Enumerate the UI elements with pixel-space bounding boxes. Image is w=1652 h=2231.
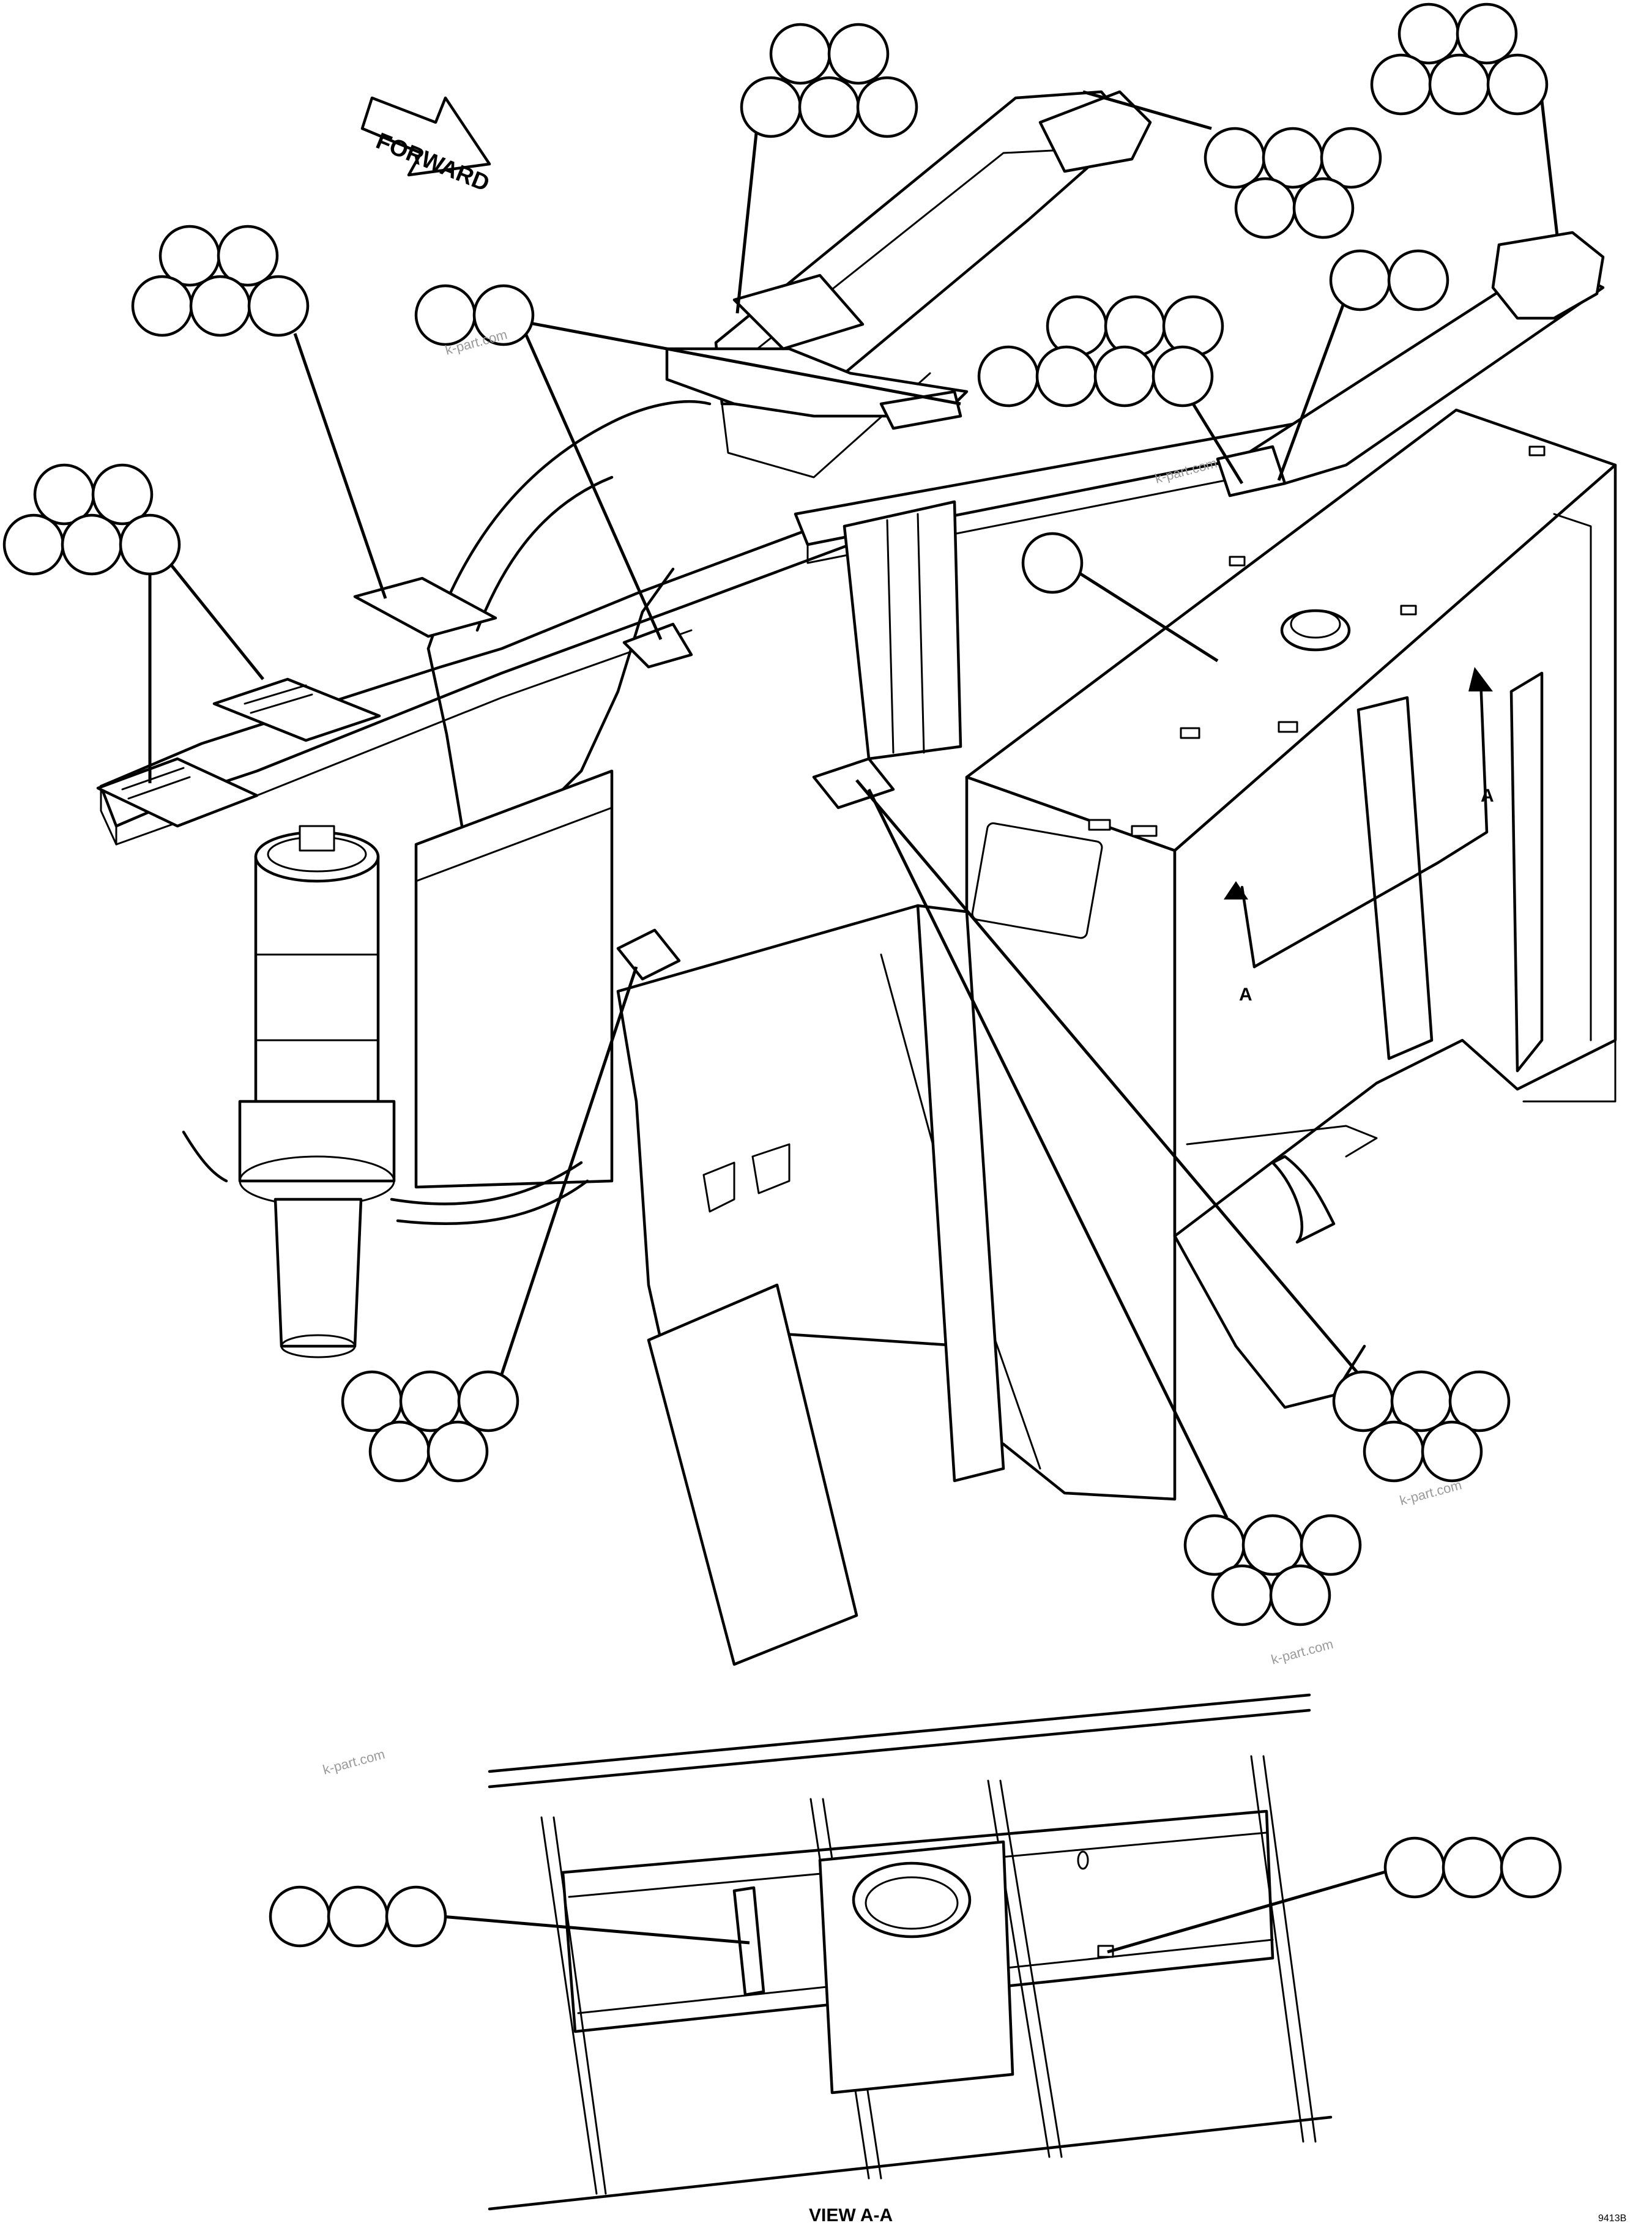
callout-bubble bbox=[1162, 295, 1224, 357]
callout-centre-bracket bbox=[414, 284, 535, 346]
callout-front-deck-plates bbox=[2, 463, 181, 576]
callout-bubble bbox=[1383, 1836, 1446, 1899]
callout-right-lower-bracket bbox=[1332, 1370, 1511, 1483]
forward-arrow: FORWARD bbox=[360, 96, 493, 197]
callout-view-right-clip bbox=[1383, 1836, 1562, 1899]
callout-bubble bbox=[1269, 1564, 1331, 1626]
callout-bubble bbox=[769, 23, 832, 85]
callout-bubble bbox=[1320, 127, 1382, 189]
top-plate-marks bbox=[1088, 445, 1546, 837]
deck-plate-3 bbox=[353, 576, 497, 638]
watermark: k-part.com bbox=[321, 1746, 387, 1778]
view-aa-detail bbox=[488, 1693, 1333, 2211]
callout-bubble bbox=[1442, 1836, 1504, 1899]
watermark: k-part.com bbox=[1398, 1477, 1464, 1508]
callout-bubble bbox=[977, 345, 1040, 408]
callout-bubble bbox=[1093, 345, 1156, 408]
callout-bubble bbox=[1021, 532, 1084, 594]
deck-plate-2 bbox=[212, 677, 381, 742]
callout-bubble bbox=[189, 275, 251, 337]
callout-left-lower-bracket bbox=[341, 1370, 519, 1483]
callout-bubble bbox=[1448, 1370, 1511, 1432]
callout-bubble bbox=[61, 513, 123, 576]
callout-bubble bbox=[1421, 1420, 1483, 1483]
section-marker-upper: A bbox=[1481, 786, 1494, 806]
callout-bubble bbox=[827, 23, 890, 85]
callout-bubble bbox=[457, 1370, 519, 1432]
callout-bubble bbox=[798, 76, 860, 138]
callout-bubble bbox=[217, 225, 279, 287]
view-caption: VIEW A-A bbox=[809, 2205, 893, 2225]
callout-bubble bbox=[472, 284, 535, 346]
callout-bubble bbox=[1152, 345, 1214, 408]
callout-bubble bbox=[414, 284, 477, 346]
callout-bubble bbox=[327, 1885, 389, 1948]
callout-bubble bbox=[1500, 1836, 1562, 1899]
callout-bubble bbox=[385, 1885, 447, 1948]
watermark: k-part.com bbox=[1270, 1636, 1335, 1667]
callout-bubble bbox=[426, 1420, 489, 1483]
callout-bubble bbox=[1486, 53, 1549, 116]
callout-bubble bbox=[247, 275, 310, 337]
cylinder bbox=[238, 825, 396, 1358]
callout-bubble bbox=[368, 1420, 431, 1483]
callout-upper-rear-plate bbox=[1204, 127, 1382, 239]
section-marker-lower: A bbox=[1239, 985, 1252, 1005]
callout-bubble bbox=[1456, 2, 1518, 65]
callout-bubble bbox=[1329, 249, 1391, 311]
callout-bubble bbox=[119, 513, 181, 576]
callout-bubble bbox=[131, 275, 193, 337]
callout-bubble bbox=[1332, 1370, 1394, 1432]
callout-bubble bbox=[856, 76, 918, 138]
callout-upper-rear-mount bbox=[740, 23, 918, 138]
callout-bubble bbox=[1234, 177, 1297, 239]
callout-bubble bbox=[1035, 345, 1098, 408]
callout-bubble bbox=[1397, 2, 1460, 65]
callout-bubble bbox=[1104, 295, 1166, 357]
callout-bubble bbox=[269, 1885, 331, 1948]
callout-bubble bbox=[1211, 1564, 1273, 1626]
callout-bubble bbox=[1292, 177, 1355, 239]
callout-bubble bbox=[1370, 53, 1432, 116]
callout-bubble bbox=[2, 513, 65, 576]
callout-view-left-plate bbox=[269, 1885, 447, 1948]
callout-bubble bbox=[1387, 249, 1449, 311]
drawing-code: 9413B bbox=[1598, 2213, 1626, 2224]
callout-bubble bbox=[1363, 1420, 1425, 1483]
callout-bubble bbox=[91, 463, 154, 526]
leader-lines bbox=[148, 90, 1559, 1954]
callout-bubble bbox=[1046, 295, 1108, 357]
callout-rear-frame-plates bbox=[977, 295, 1224, 408]
section-arrows: A A bbox=[1224, 667, 1494, 1005]
callout-bubble bbox=[1204, 127, 1266, 189]
callout-right-rear-mount bbox=[1370, 2, 1549, 116]
callout-bubble bbox=[1300, 1514, 1362, 1576]
frame-linework: A A bbox=[96, 90, 1617, 1666]
callout-right-bracket bbox=[1329, 249, 1449, 311]
callout-left-deck-plate bbox=[131, 225, 310, 337]
callout-bubble bbox=[1428, 53, 1490, 116]
callout-bubble bbox=[740, 76, 802, 138]
callout-top-plate-single bbox=[1021, 532, 1084, 594]
callout-centre-lower-bracket bbox=[1183, 1514, 1362, 1626]
